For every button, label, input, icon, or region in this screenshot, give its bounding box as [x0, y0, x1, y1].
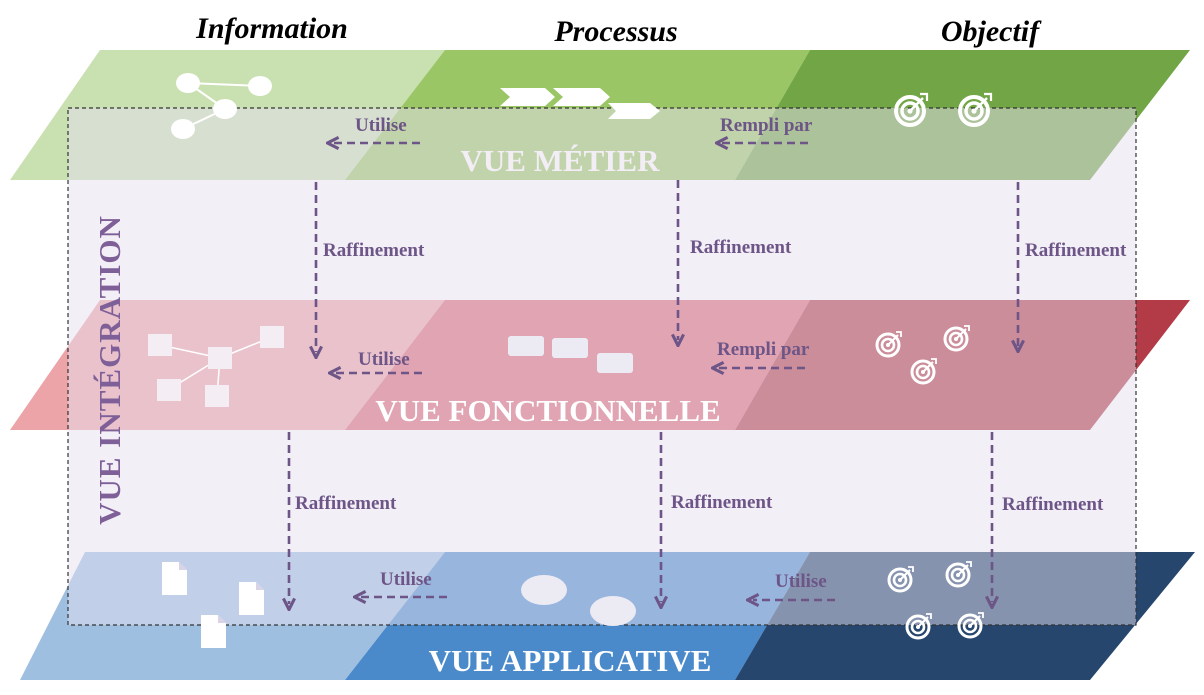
label-utilise: Utilise — [775, 571, 827, 592]
view-title-fonctionnelle: VUE FONCTIONNELLE — [375, 393, 720, 428]
label-utilise: Utilise — [355, 115, 407, 136]
label-raffinement: Raffinement — [1002, 494, 1104, 515]
label-raffinement: Raffinement — [690, 237, 792, 258]
relation-arrows — [289, 143, 1018, 604]
network-icon — [171, 73, 272, 139]
column-header-processus: Processus — [553, 15, 677, 48]
label-rempli-par: Rempli par — [717, 339, 810, 360]
label-raffinement: Raffinement — [295, 493, 397, 514]
view-title-integration: VUE INTÉGRATION — [92, 215, 127, 525]
label-utilise: Utilise — [358, 349, 410, 370]
label-raffinement: Raffinement — [323, 240, 425, 261]
view-title-metier: VUE MÉTIER — [461, 143, 661, 178]
label-rempli-par: Rempli par — [720, 115, 813, 136]
block-process-icon — [508, 336, 633, 373]
view-title-applicative: VUE APPLICATIVE — [429, 643, 712, 678]
chevron-process-icon — [500, 88, 660, 119]
column-header-objectif: Objectif — [941, 15, 1042, 48]
label-raffinement: Raffinement — [671, 492, 773, 513]
column-header-information: Information — [195, 12, 348, 45]
label-utilise: Utilise — [380, 569, 432, 590]
ellipse-icon — [521, 575, 636, 626]
block-graph-icon — [148, 326, 284, 407]
label-raffinement: Raffinement — [1025, 240, 1127, 261]
